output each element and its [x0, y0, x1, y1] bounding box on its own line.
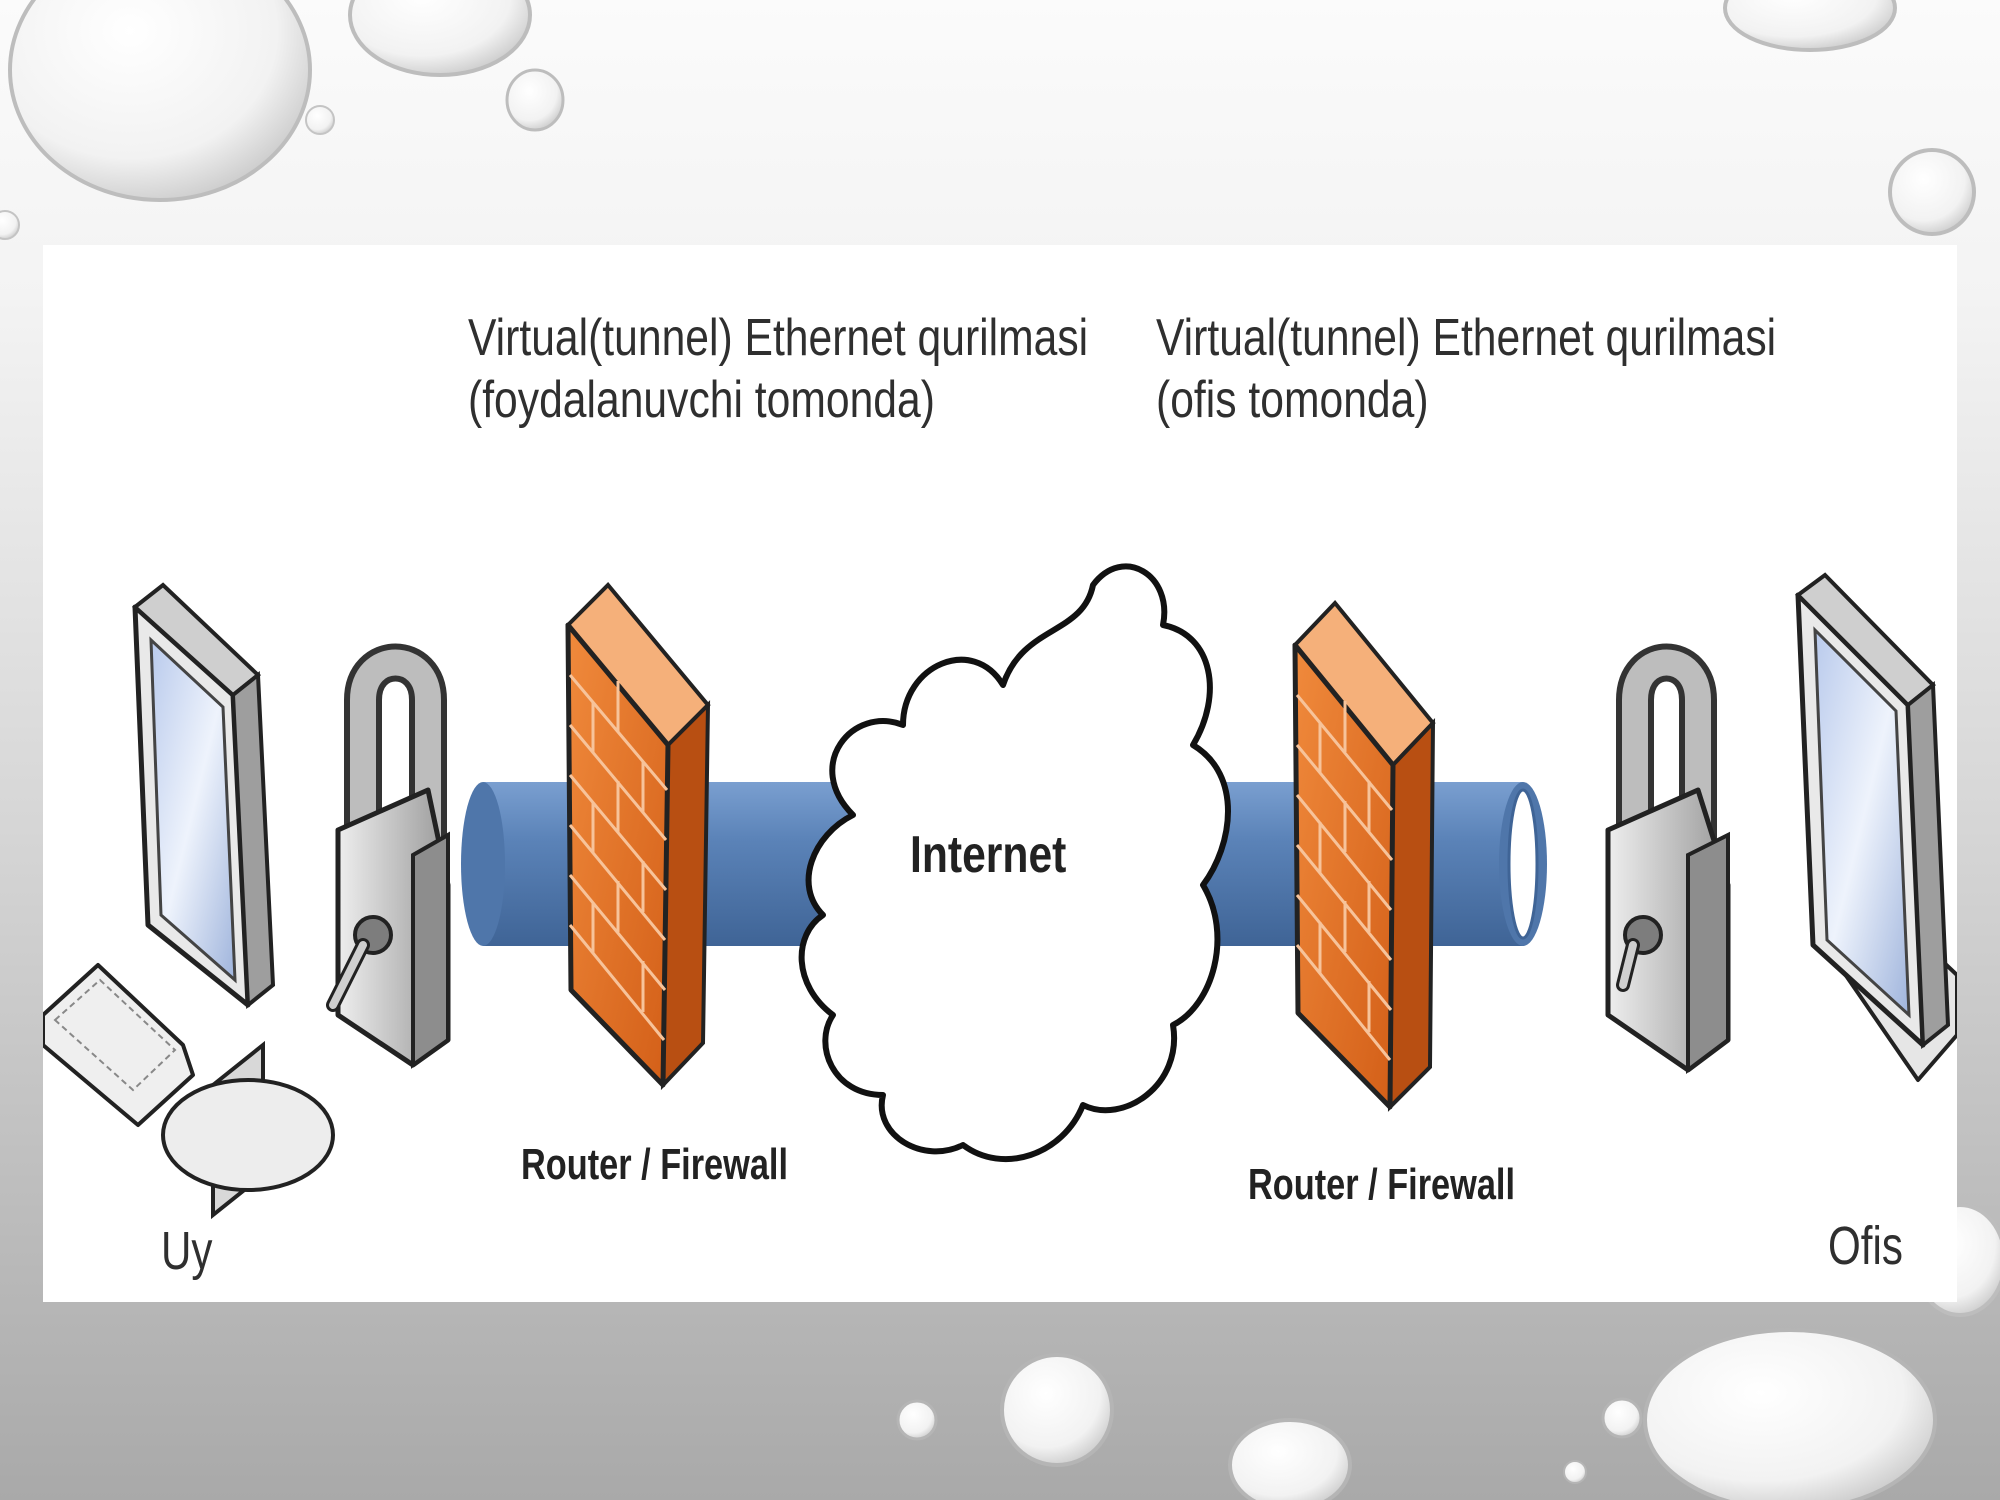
water-drop	[1888, 148, 1976, 236]
header-line: Virtual(tunnel) Ethernet qurilmasi	[1156, 309, 1777, 367]
water-drop	[8, 0, 312, 202]
water-drop	[1723, 0, 1897, 52]
water-drop	[0, 210, 20, 240]
home-label: Uy	[161, 1221, 213, 1281]
water-drop	[1563, 1460, 1587, 1484]
water-drop	[1601, 1397, 1643, 1439]
water-drop	[305, 105, 335, 135]
cloud-label: Internet	[910, 826, 1067, 884]
water-drop	[1643, 1328, 1937, 1500]
water-drop	[896, 1399, 938, 1441]
header-line: Virtual(tunnel) Ethernet qurilmasi	[468, 309, 1089, 367]
vpn-diagram	[43, 563, 1957, 1220]
office-label: Ofis	[1828, 1216, 1903, 1276]
header-line: (foydalanuvchi tomonda)	[468, 371, 935, 429]
router-firewall-left-label: Router / Firewall	[521, 1140, 788, 1189]
padlock-icon	[1605, 643, 1731, 1074]
padlock-icon	[326, 643, 451, 1069]
firewall-icon	[565, 582, 711, 1091]
water-drop	[505, 68, 565, 132]
computer-icon	[43, 582, 335, 1220]
tunnel-device-user-side-title: Virtual(tunnel) Ethernet qurilmasi (foyd…	[468, 307, 1088, 431]
computer-icon	[1794, 572, 1957, 1082]
router-firewall-right-label: Router / Firewall	[1248, 1160, 1515, 1209]
water-drop	[348, 0, 532, 77]
cloud-icon	[798, 563, 1231, 1163]
header-line: (ofis tomonda)	[1156, 371, 1429, 429]
water-drop	[1228, 1418, 1352, 1500]
firewall-icon	[1292, 599, 1436, 1112]
tunnel-device-office-side-title: Virtual(tunnel) Ethernet qurilmasi (ofis…	[1156, 307, 1776, 431]
water-drop	[1000, 1353, 1114, 1467]
diagram-panel: Virtual(tunnel) Ethernet qurilmasi (foyd…	[43, 245, 1957, 1302]
